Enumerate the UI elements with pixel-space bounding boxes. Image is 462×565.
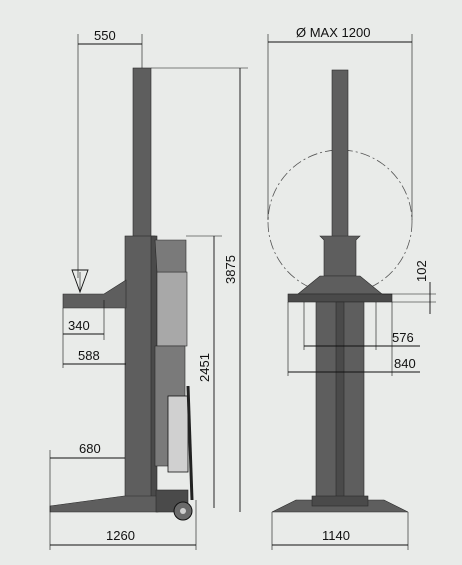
side-control-unit	[167, 395, 189, 473]
dim-2451-label: 2451	[197, 353, 212, 382]
front-mast	[331, 69, 349, 239]
load-arrow-icon	[71, 269, 89, 294]
dim-680-label: 680	[79, 441, 101, 456]
dim-max-diameter-label: Ø MAX 1200	[296, 25, 370, 40]
side-carriage-bracket	[154, 239, 187, 273]
front-column-head	[319, 235, 361, 277]
front-flange	[297, 275, 383, 295]
dim-550-label: 550	[94, 28, 116, 43]
dim-340-label: 340	[68, 318, 90, 333]
front-base-plate	[311, 495, 369, 507]
side-base-foot	[49, 495, 159, 513]
front-view: Ø MAX 1200 102 576 840 1140	[267, 25, 436, 550]
dim-1260-label: 1260	[106, 528, 135, 543]
side-fork-arm	[62, 279, 127, 309]
dim-102-label: 102	[414, 260, 429, 282]
side-mast	[132, 67, 152, 241]
side-view: 550 3875 2451 340 588 680 1260	[49, 28, 248, 550]
dim-588-label: 588	[78, 348, 100, 363]
side-column-body	[124, 235, 156, 499]
dim-3875-label: 3875	[223, 255, 238, 284]
side-carriage-box	[156, 271, 188, 347]
front-column-shade	[335, 301, 345, 507]
dim-840-label: 840	[394, 356, 416, 371]
front-flange-plate	[287, 293, 393, 303]
dim-576-label: 576	[392, 330, 414, 345]
side-handle-bar	[186, 385, 194, 501]
dim-1140-label: 1140	[322, 528, 350, 543]
